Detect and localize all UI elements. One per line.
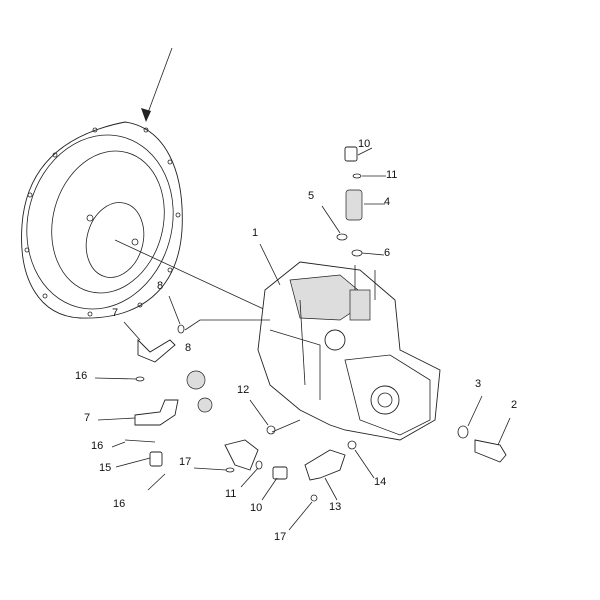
- callout-13: 13: [329, 501, 342, 513]
- callout-8: 8: [185, 342, 192, 354]
- callout-17: 17: [179, 456, 192, 468]
- callout-11: 11: [386, 169, 398, 181]
- callout-16: 16: [113, 498, 126, 510]
- leader-lines: [94, 147, 511, 531]
- callout-5: 5: [308, 190, 315, 202]
- callout-2: 2: [511, 399, 518, 411]
- coupling-flange: [21, 121, 183, 319]
- callout-7: 7: [84, 412, 91, 424]
- callout-7: 7: [112, 307, 119, 319]
- small-parts: [124, 146, 507, 502]
- callout-8: 8: [157, 280, 164, 292]
- callout-4: 4: [384, 196, 391, 208]
- callout-17: 17: [274, 531, 287, 543]
- main-pump: [257, 261, 441, 441]
- callout-10: 10: [358, 138, 371, 150]
- callout-1: 1: [252, 227, 259, 239]
- callout-11: 11: [225, 488, 237, 500]
- callout-14: 14: [374, 476, 387, 488]
- callout-12: 12: [237, 384, 250, 396]
- callout-10: 10: [250, 502, 263, 514]
- callout-15: 15: [99, 462, 112, 474]
- pointer-arrow: [141, 47, 173, 122]
- callout-16: 16: [75, 370, 88, 382]
- callout-16: 16: [91, 440, 104, 452]
- callout-6: 6: [384, 247, 391, 259]
- callout-3: 3: [475, 378, 482, 390]
